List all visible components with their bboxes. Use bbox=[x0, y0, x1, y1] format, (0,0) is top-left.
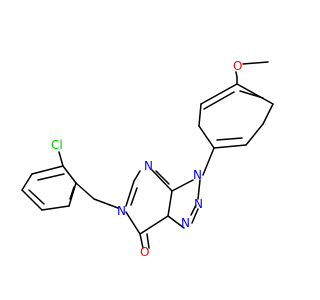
bond bbox=[130, 187, 138, 206]
chlorine-label: Cl bbox=[51, 138, 63, 152]
bond bbox=[75, 182, 95, 200]
bond bbox=[31, 165, 64, 175]
bond bbox=[202, 147, 215, 176]
bond bbox=[28, 189, 45, 205]
bond bbox=[62, 165, 77, 184]
bond bbox=[125, 180, 135, 207]
bond bbox=[69, 186, 75, 200]
pyrimidine-nitrogen-label: N bbox=[144, 159, 153, 173]
triazole-nitrogen-n3-label: N bbox=[193, 168, 202, 182]
bond bbox=[198, 125, 215, 149]
bond bbox=[21, 189, 43, 211]
bond bbox=[37, 173, 65, 181]
bond bbox=[167, 190, 173, 217]
triazole-nitrogen-n1-label: N bbox=[181, 216, 190, 230]
bond bbox=[213, 144, 247, 149]
bond bbox=[236, 83, 274, 105]
bond bbox=[235, 71, 238, 78]
bond bbox=[68, 182, 77, 207]
bond bbox=[151, 169, 173, 192]
bond bbox=[200, 83, 238, 105]
bond bbox=[146, 233, 150, 249]
bond bbox=[190, 204, 197, 216]
bond bbox=[125, 211, 141, 235]
background bbox=[0, 0, 300, 300]
bond bbox=[133, 170, 141, 182]
bond bbox=[167, 215, 185, 229]
methoxy-oxygen-label: O bbox=[233, 59, 242, 73]
bond bbox=[198, 103, 202, 127]
carbonyl-oxygen-label: O bbox=[140, 245, 149, 259]
bond bbox=[58, 151, 64, 167]
molecule-structure: Cl O N N N N N O bbox=[0, 0, 300, 300]
bond bbox=[21, 173, 33, 191]
bond bbox=[93, 198, 119, 209]
atom-labels: Cl O N N N N N O bbox=[51, 59, 242, 259]
benzyl-nitrogen-label: N bbox=[117, 204, 126, 218]
bond bbox=[242, 61, 269, 65]
bond bbox=[41, 205, 70, 211]
bond bbox=[216, 137, 243, 141]
bond bbox=[239, 90, 264, 99]
bond bbox=[155, 170, 170, 185]
bond bbox=[191, 208, 199, 224]
bond bbox=[139, 233, 144, 249]
bond bbox=[171, 179, 194, 192]
triazole-nitrogen-n2-label: N bbox=[194, 197, 203, 211]
bond bbox=[262, 103, 274, 125]
bond bbox=[139, 215, 169, 235]
bond bbox=[245, 123, 264, 146]
bonds bbox=[21, 61, 274, 249]
bond bbox=[197, 179, 201, 200]
bond bbox=[203, 91, 235, 110]
